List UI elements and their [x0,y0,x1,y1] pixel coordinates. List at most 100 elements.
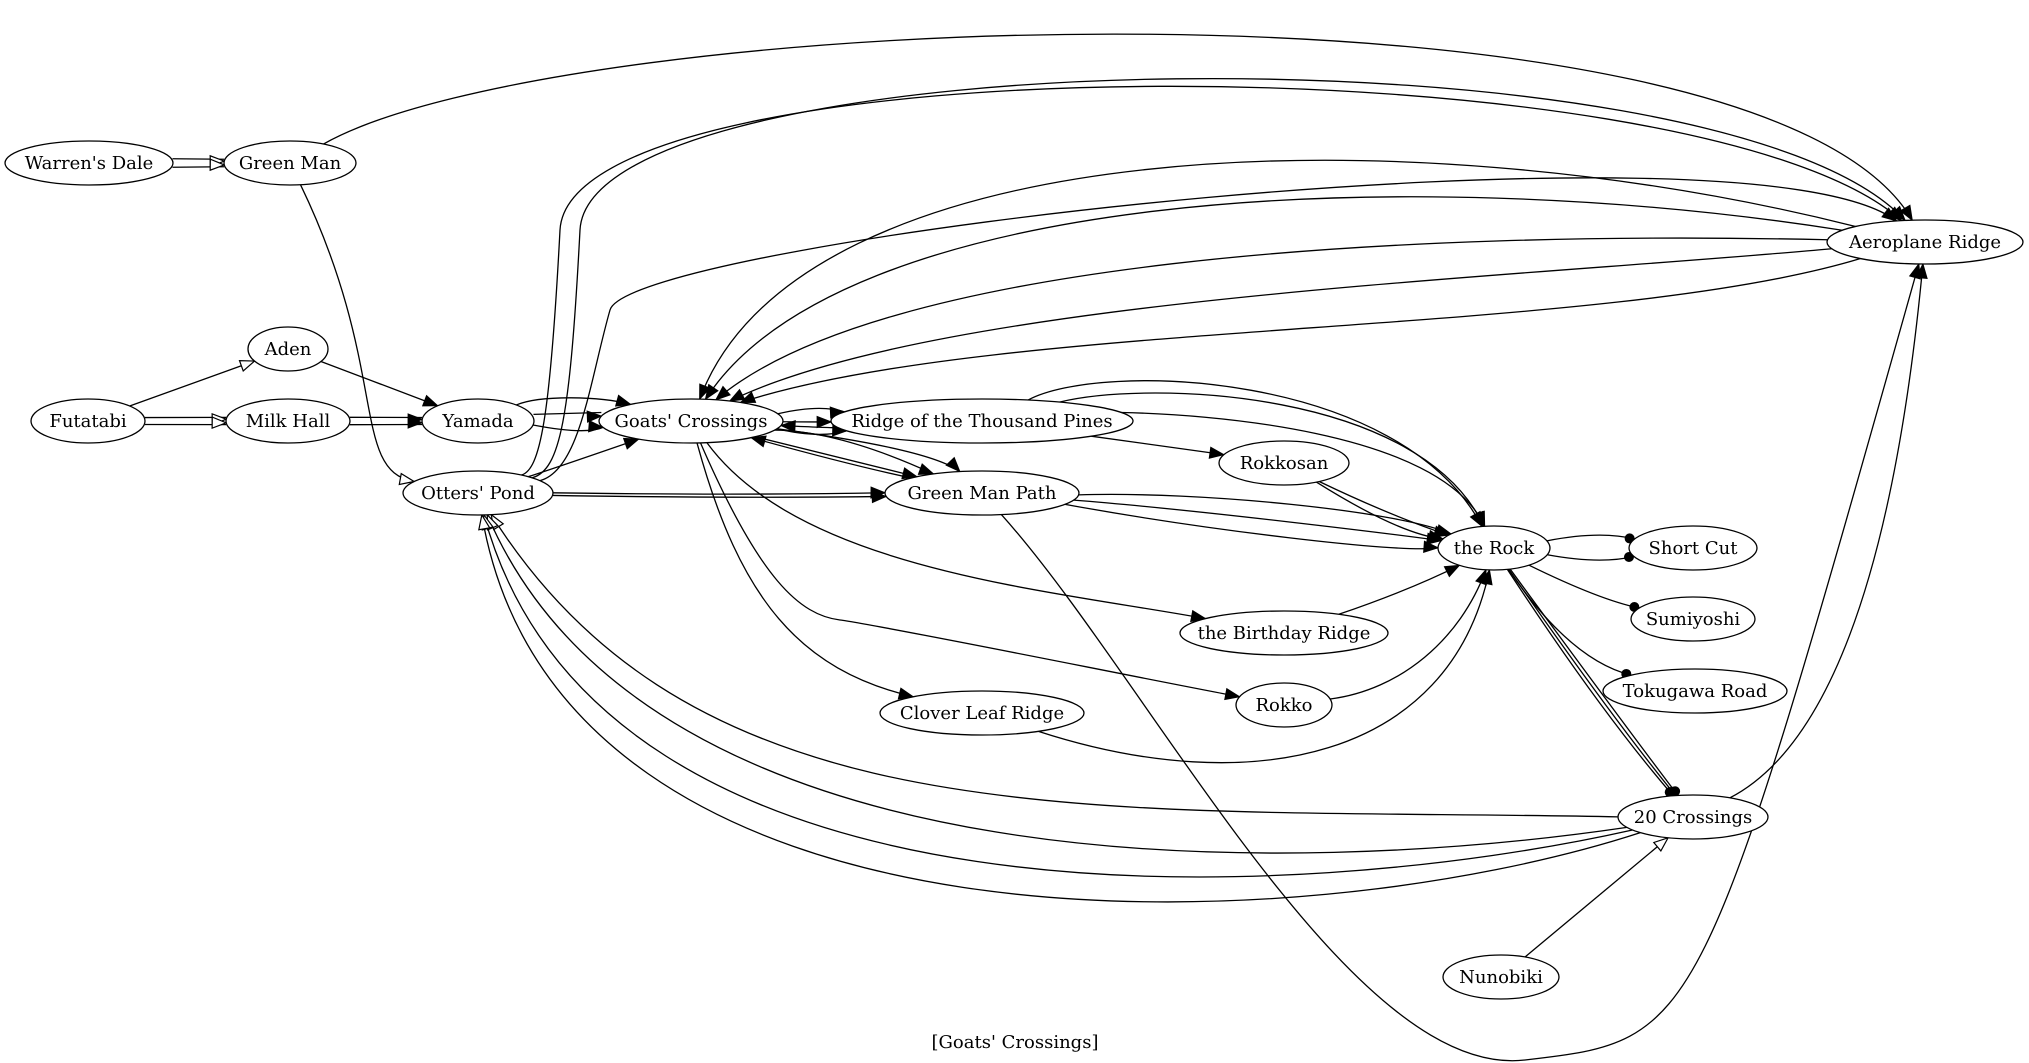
node-aeroplane-ridge-ellipse [1826,219,2024,265]
edge-the-rock-to-tokugawa-road-line [1507,568,1632,676]
edge-ridge-pines-to-rokkosan [1091,435,1226,459]
edge-aeroplane-ridge-to-goats-crossings-line [699,159,1856,400]
edge-yamada-to-goats-crossings [532,420,605,433]
edge-green-man-path-to-goats-crossings-line [750,437,912,479]
edge-otters-pond-to-goats-crossings-line [528,438,639,478]
edge-the-rock-to-twenty-crossings-line [1509,568,1679,796]
node-rokkosan-ellipse [1218,440,1350,486]
edge-aden-to-yamada-arrowhead [421,394,439,407]
edge-green-man-path-to-the-rock-line [1065,503,1439,550]
edge-green-man-path-to-the-rock-arrowhead [1423,540,1440,553]
edge-clover-leaf-ridge-to-the-rock-line [1038,569,1491,764]
node-rokkosan: Rokkosan [1218,440,1350,486]
edge-otters-pond-to-aeroplane-ridge-line [532,77,1906,479]
edge-otters-pond-to-aeroplane-ridge [532,77,1907,479]
node-rokko: Rokko [1235,682,1333,728]
edge-twenty-crossings-to-otters-pond-line [490,514,1619,818]
edge-aeroplane-ridge-to-goats-crossings-line [729,248,1832,402]
node-clover-leaf-ridge: Clover Leaf Ridge [879,690,1085,736]
edge-twenty-crossings-to-aeroplane-ridge [1729,262,1928,799]
node-birthday-ridge-label: the Birthday Ridge [1198,623,1371,644]
edge-twenty-crossings-to-otters-pond [478,513,1641,903]
node-the-rock-label: the Rock [1454,538,1536,559]
edge-the-rock-to-twenty-crossings-dot-head [1670,786,1681,797]
node-rokkosan-label: Rokkosan [1240,453,1329,474]
node-milk-hall-label: Milk Hall [246,411,331,432]
edge-otters-pond-to-green-man-path-arrowhead [870,486,887,499]
edge-goats-crossings-to-green-man-path [754,436,919,480]
edge-otters-pond-to-goats-crossings [528,437,640,478]
edge-green-man-path-to-goats-crossings [749,435,912,479]
edge-aeroplane-ridge-to-goats-crossings-arrowhead [699,383,711,401]
node-green-man-label: Green Man [239,153,342,174]
edge-the-rock-to-twenty-crossings [1509,568,1681,797]
node-milk-hall-ellipse [225,398,351,444]
edge-rokkosan-to-the-rock [1318,480,1450,538]
edge-aeroplane-ridge-to-goats-crossings [714,237,1828,401]
node-warrens-dale-label: Warren's Dale [25,153,154,174]
edge-goats-crossings-to-green-man-path [776,428,961,473]
edge-warrens-dale-to-green-man [172,158,226,172]
edge-yamada-to-goats-crossings-arrowhead [588,420,605,433]
node-rokko-ellipse [1235,682,1333,728]
edge-twenty-crossings-to-otters-pond-line [483,514,1633,878]
edge-ridge-pines-to-goats-crossings [779,420,839,433]
node-otters-pond: Otters' Pond [402,470,554,516]
node-ridge-pines-ellipse [830,398,1134,444]
node-yamada: Yamada [421,398,535,444]
edge-nunobiki-to-twenty-crossings-line [1524,837,1669,958]
edge-green-man-path-to-the-rock [1065,503,1440,553]
edge-the-rock-to-short-cut [1547,551,1635,562]
node-otters-pond-ellipse [402,470,554,516]
edge-aeroplane-ridge-to-goats-crossings-line [740,257,1861,404]
node-birthday-ridge-ellipse [1179,610,1389,656]
edge-goats-crossings-to-birthday-ridge-line [706,442,1206,620]
edge-birthday-ridge-to-the-rock [1338,564,1461,615]
node-aeroplane-ridge: Aeroplane Ridge [1826,219,2024,265]
edge-green-man-path-to-aeroplane-ridge-line [1000,263,1920,1062]
edge-goats-crossings-to-green-man-path-arrowhead [945,456,961,473]
edge-futatabi-to-aden [129,359,257,407]
edge-goats-crossings-to-clover-leaf-ridge [696,442,915,700]
edge-green-man-to-otters-pond [299,184,416,486]
edge-twenty-crossings-to-aeroplane-ridge-line [1729,263,1924,799]
edge-goats-crossings-to-rokko-line [699,442,1240,698]
edge-birthday-ridge-to-the-rock-line [1338,564,1460,615]
edge-yamada-to-goats-crossings-line [516,397,631,406]
edge-ridge-pines-to-the-rock-line [1059,392,1485,527]
edge-green-man-to-aeroplane-ridge-arrowhead [1899,204,1913,222]
edge-futatabi-to-aden-line [129,360,255,407]
node-twenty-crossings-label: 20 Crossings [1634,807,1752,828]
edge-rokkosan-to-the-rock [1316,481,1445,543]
edge-futatabi-to-milk-hall-open-arrowhead [211,416,228,429]
edge-aeroplane-ridge-to-goats-crossings [699,159,1856,401]
edge-otters-pond-to-aeroplane-ridge-arrowhead [1890,205,1907,222]
edge-twenty-crossings-to-otters-pond-line [486,514,1627,854]
node-nunobiki: Nunobiki [1442,954,1560,1000]
node-the-rock-ellipse [1437,525,1551,571]
edge-goats-crossings-to-ridge-pines-arrowhead [816,415,833,429]
node-goats-crossings: Goats' Crossings [598,398,784,444]
edge-the-rock-to-twenty-crossings-line [1508,568,1677,797]
edge-the-rock-to-sumiyoshi-line [1528,564,1640,609]
node-clover-leaf-ridge-ellipse [879,690,1085,736]
edge-aden-to-yamada [320,360,439,407]
edge-rokko-to-the-rock-line [1330,569,1487,700]
edge-twenty-crossings-to-otters-pond [481,513,1633,878]
node-goats-crossings-label: Goats' Crossings [615,411,768,432]
node-aden-ellipse [247,326,329,372]
edge-ridge-pines-to-the-rock [1121,411,1486,528]
edge-warrens-dale-to-green-man-open-arrowhead [209,158,226,172]
edge-aeroplane-ridge-to-goats-crossings-line [715,237,1828,401]
edge-green-man-to-aeroplane-ridge [323,33,1913,222]
edge-twenty-crossings-to-otters-pond-open-arrowhead [478,513,491,531]
edge-green-man-path-to-goats-crossings-arrowhead [749,435,767,448]
edge-rokkosan-to-the-rock-line [1316,481,1444,540]
edge-aeroplane-ridge-to-goats-crossings [704,196,1843,401]
node-clover-leaf-ridge-label: Clover Leaf Ridge [900,703,1064,724]
edge-nunobiki-to-twenty-crossings-open-arrowhead [1652,836,1670,853]
node-goats-crossings-ellipse [598,398,784,444]
node-warrens-dale-ellipse [4,140,174,186]
node-futatabi-label: Futatabi [49,411,127,432]
